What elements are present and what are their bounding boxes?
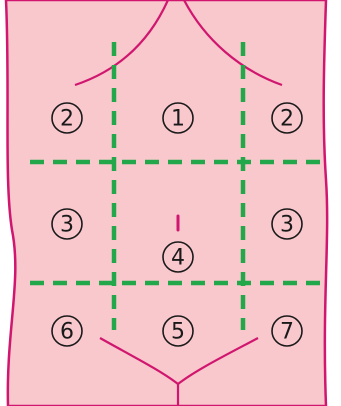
region-number: 2 [60, 107, 74, 132]
region-number: 1 [171, 107, 185, 132]
region-number: 3 [60, 213, 74, 238]
region-number: 6 [60, 320, 74, 345]
region-number: 4 [171, 246, 185, 271]
region-number: 2 [280, 107, 294, 132]
region-number: 7 [280, 320, 294, 345]
region-number: 5 [171, 320, 185, 345]
region-number: 3 [280, 213, 294, 238]
torso-body [6, 0, 327, 406]
